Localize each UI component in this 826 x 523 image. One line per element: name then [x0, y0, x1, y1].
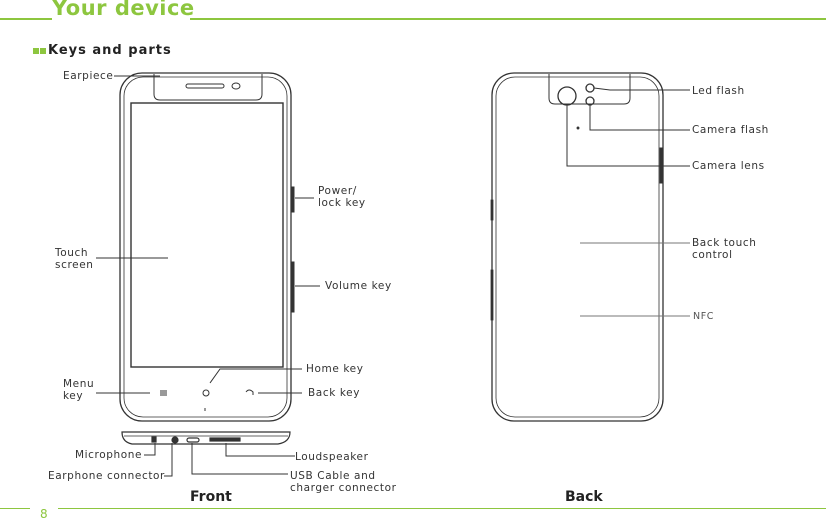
bullet-square-icon [33, 48, 39, 54]
front-leaders [96, 75, 320, 477]
bullet-square-icon [40, 48, 46, 54]
label-back-key: Back key [308, 387, 361, 399]
label-volume-key: Volume key [325, 280, 392, 292]
section-title: Keys and parts [48, 43, 172, 58]
caption-front: Front [190, 489, 232, 505]
front-bottom-edge [121, 431, 291, 445]
label-back-touch-control: Back touch control [692, 237, 757, 261]
label-earphone-connector: Earphone connector [48, 470, 165, 482]
footer-rule-left [0, 508, 30, 509]
label-earpiece: Earpiece [63, 70, 114, 82]
label-loudspeaker: Loudspeaker [295, 451, 369, 463]
header-rule [190, 18, 826, 20]
page-number: 8 [40, 507, 48, 521]
back-leaders [566, 87, 690, 317]
back-phone [490, 72, 664, 422]
header-rule-left [0, 18, 52, 20]
label-touch-screen: Touch screen [55, 247, 94, 271]
label-led-flash: Led flash [692, 85, 745, 97]
front-phone [119, 72, 295, 422]
caption-back: Back [565, 489, 603, 505]
page-title: Your device [52, 0, 195, 20]
label-home-key: Home key [306, 363, 364, 375]
label-camera-lens: Camera lens [692, 160, 765, 172]
footer-rule [58, 508, 826, 509]
label-nfc: NFC [693, 311, 715, 322]
label-usb-connector: USB Cable and charger connector [290, 470, 397, 494]
label-microphone: Microphone [75, 449, 143, 461]
label-camera-flash: Camera flash [692, 124, 769, 136]
label-power-key: Power/ lock key [318, 185, 366, 209]
label-menu-key: Menu key [63, 378, 95, 402]
